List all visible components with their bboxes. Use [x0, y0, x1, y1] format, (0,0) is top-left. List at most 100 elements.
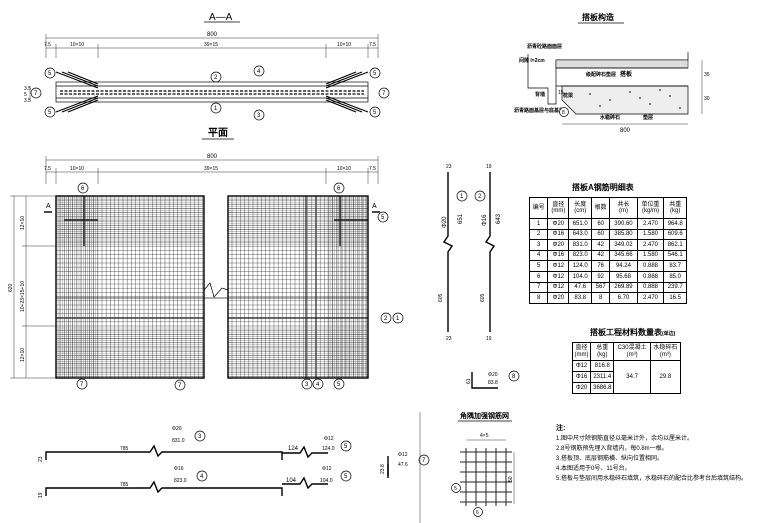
- svg-text:Φ12: Φ12: [324, 436, 334, 442]
- slab-dim-15: 15: [558, 90, 564, 96]
- rebar-cell: 124.0: [568, 260, 593, 272]
- rebar-header-6: 共重(kg): [663, 197, 687, 219]
- rebar-cell: Φ12: [547, 270, 570, 283]
- svg-text:23: 23: [38, 456, 44, 462]
- material-gravel: 29.8: [649, 360, 682, 394]
- slab-label-slab: 搭板: [620, 70, 633, 78]
- rebar-cell: 0.888: [636, 270, 665, 283]
- svg-text:8: 8: [562, 110, 565, 116]
- plan-callout-7-mid: 7: [174, 379, 186, 391]
- svg-text:Φ12: Φ12: [322, 466, 332, 472]
- plan-title: 平面: [208, 127, 228, 139]
- svg-text:8: 8: [512, 374, 516, 380]
- svg-text:4: 4: [257, 69, 261, 75]
- plan-dim-v-top: 12×10: [20, 216, 26, 230]
- svg-text:7: 7: [422, 458, 426, 464]
- svg-text:643: 643: [496, 213, 502, 224]
- rebar-cell: 651.0: [568, 218, 593, 230]
- rebar-cell: Φ20: [547, 292, 570, 304]
- slab-detail: 搭板构造 沥青砼路面面层 间隙 l=2cm 级配碎石垫层 背墙 搭板 枕梁 沥青…: [514, 12, 710, 134]
- plan-rebar-grid: [56, 196, 369, 378]
- aa-callout-5-tl: 5: [44, 67, 56, 79]
- rebar-table-title: 搭板A钢筋明细表: [572, 183, 634, 192]
- svg-text:605: 605: [438, 293, 444, 302]
- rebar-header-3: 根数: [591, 197, 611, 219]
- material-header-2: C30混凝土(m³): [613, 342, 651, 361]
- svg-text:23: 23: [446, 336, 452, 342]
- rebar-cell: Φ12: [547, 281, 570, 294]
- rebar-cell: 3: [528, 239, 549, 251]
- plan-section-mark-left: A: [46, 203, 51, 210]
- rebar-cell: 2: [528, 228, 549, 241]
- bar-3-shape: 785 Φ20 831.0 23 3: [38, 426, 283, 462]
- svg-text:5: 5: [344, 444, 348, 450]
- rebar-cell: 831.0: [568, 239, 593, 251]
- material-table-title: 搭板工程材料数量表(单边): [590, 327, 675, 338]
- bar-5b-shape: 104 Φ12 104.0 5: [282, 466, 352, 490]
- rebar-header-2: 长度(cm): [568, 197, 593, 219]
- svg-text:5: 5: [454, 486, 457, 492]
- material-cell: 816.8: [590, 360, 615, 372]
- rebar-cell: 823.0: [568, 249, 593, 262]
- rebar-header-1: 直径(mm): [547, 197, 570, 219]
- aa-callout-5-bl: 5: [44, 106, 56, 118]
- svg-text:104.0: 104.0: [320, 478, 333, 484]
- aa-dim-total: 800: [207, 32, 218, 38]
- aa-callout-7-r: 7: [378, 87, 390, 99]
- rebar-cell: Φ20: [547, 239, 570, 251]
- rebar-cell: 92: [591, 270, 611, 283]
- svg-text:Φ12: Φ12: [398, 452, 408, 458]
- plan-dim-edge-right: 7.5: [369, 166, 376, 172]
- svg-text:61: 61: [466, 378, 472, 384]
- rebar-cell: 5: [528, 260, 549, 272]
- svg-text:785: 785: [120, 446, 129, 452]
- svg-text:2: 2: [384, 316, 388, 322]
- svg-text:7: 7: [382, 91, 386, 97]
- mesh-callout-6: 6: [473, 507, 483, 517]
- svg-text:6: 6: [337, 186, 341, 192]
- rebar-cell: 2.470: [636, 292, 665, 304]
- aa-dim-v1: 3.5: [24, 86, 31, 92]
- rebar-cell: 104.0: [568, 270, 593, 283]
- rebar-cell: 94.24: [609, 260, 638, 272]
- svg-text:4: 4: [316, 382, 320, 388]
- svg-text:3: 3: [257, 113, 261, 119]
- rebar-cell: 0.888: [636, 281, 665, 294]
- aa-callout-3: 3: [253, 109, 265, 121]
- rebar-cell: 2.470: [636, 239, 665, 251]
- plan-dim-v-bot: 12×10: [20, 348, 26, 362]
- aa-slab-outline: [55, 81, 369, 103]
- svg-text:831.0: 831.0: [172, 438, 185, 444]
- rebar-cell: 345.66: [609, 249, 638, 262]
- rebar-cell: 60: [591, 218, 611, 230]
- svg-text:5: 5: [337, 382, 341, 388]
- aa-callout-4: 4: [253, 65, 265, 77]
- svg-text:5: 5: [373, 71, 377, 77]
- svg-text:Φ20: Φ20: [488, 372, 498, 378]
- plan-callout-6-right: 6: [333, 182, 345, 194]
- svg-text:6: 6: [476, 510, 479, 516]
- rebar-cell: 95.68: [609, 270, 638, 283]
- notes-block: 注: 1.图中尺寸除钢筋直径以毫米计外，余均以厘米计。2.8号钢筋预先埋入背墙内…: [556, 424, 756, 484]
- svg-text:Φ16: Φ16: [482, 214, 488, 226]
- svg-text:124.0: 124.0: [322, 446, 335, 452]
- svg-text:4: 4: [200, 474, 204, 480]
- rebar-header-4: 共长(m): [609, 197, 638, 219]
- rebar-cell: Φ20: [547, 218, 570, 230]
- aa-dim-edge-left: 7.5: [44, 42, 51, 48]
- slab-label-gravel: 级配碎石垫层: [585, 71, 616, 78]
- svg-text:823.0: 823.0: [174, 478, 187, 484]
- svg-text:Φ20: Φ20: [442, 216, 448, 228]
- plan-dim-v-mid: 10+23×15+10: [20, 281, 26, 312]
- svg-text:2: 2: [214, 75, 218, 81]
- rebar-cell: 42: [591, 239, 611, 251]
- rebar-cell: 643.0: [568, 228, 593, 241]
- bar-7-shape: 23.8 Φ12 47.6 7: [380, 452, 430, 478]
- aa-dim-mid: 39×15: [204, 42, 218, 48]
